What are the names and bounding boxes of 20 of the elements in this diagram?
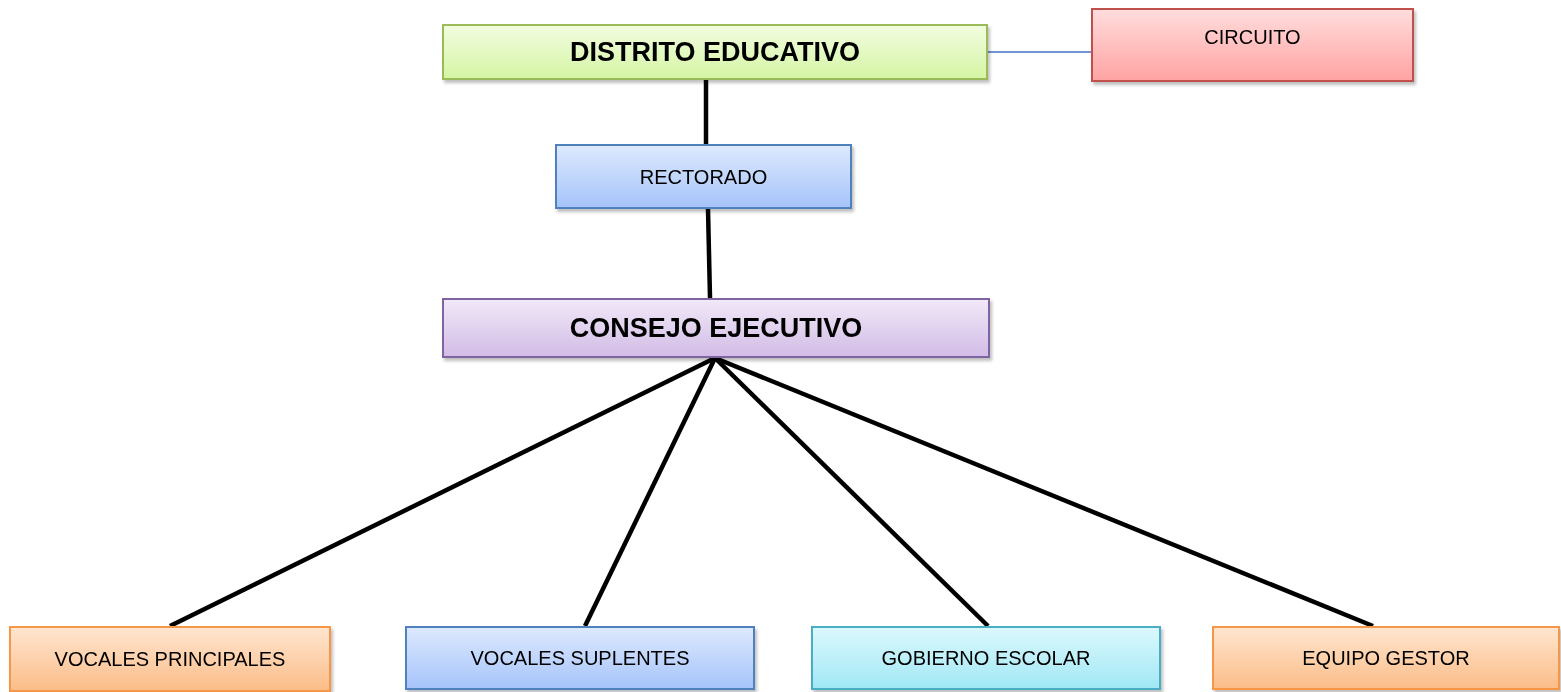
org-box bbox=[405, 626, 755, 690]
box-label: DISTRITO EDUCATIVO bbox=[570, 35, 860, 69]
org-box bbox=[1091, 8, 1414, 82]
org-box bbox=[1212, 626, 1560, 690]
org-box bbox=[811, 626, 1161, 690]
org-box bbox=[9, 626, 331, 692]
box-label: EQUIPO GESTOR bbox=[1302, 646, 1470, 671]
box-label: GOBIERNO ESCOLAR bbox=[881, 646, 1091, 671]
connector-line bbox=[987, 51, 1092, 53]
box-label: CIRCUITO bbox=[1204, 25, 1301, 50]
box-label: CONSEJO EJECUTIVO bbox=[569, 311, 863, 345]
org-box bbox=[442, 24, 988, 80]
box-label: VOCALES PRINCIPALES bbox=[54, 647, 286, 672]
org-box bbox=[442, 298, 990, 358]
connector-line bbox=[705, 208, 713, 299]
connector-line bbox=[703, 80, 709, 144]
box-label: RECTORADO bbox=[639, 164, 768, 190]
connector-line bbox=[582, 357, 718, 627]
org-box bbox=[555, 144, 852, 209]
box-label: VOCALES SUPLENTES bbox=[470, 646, 690, 671]
